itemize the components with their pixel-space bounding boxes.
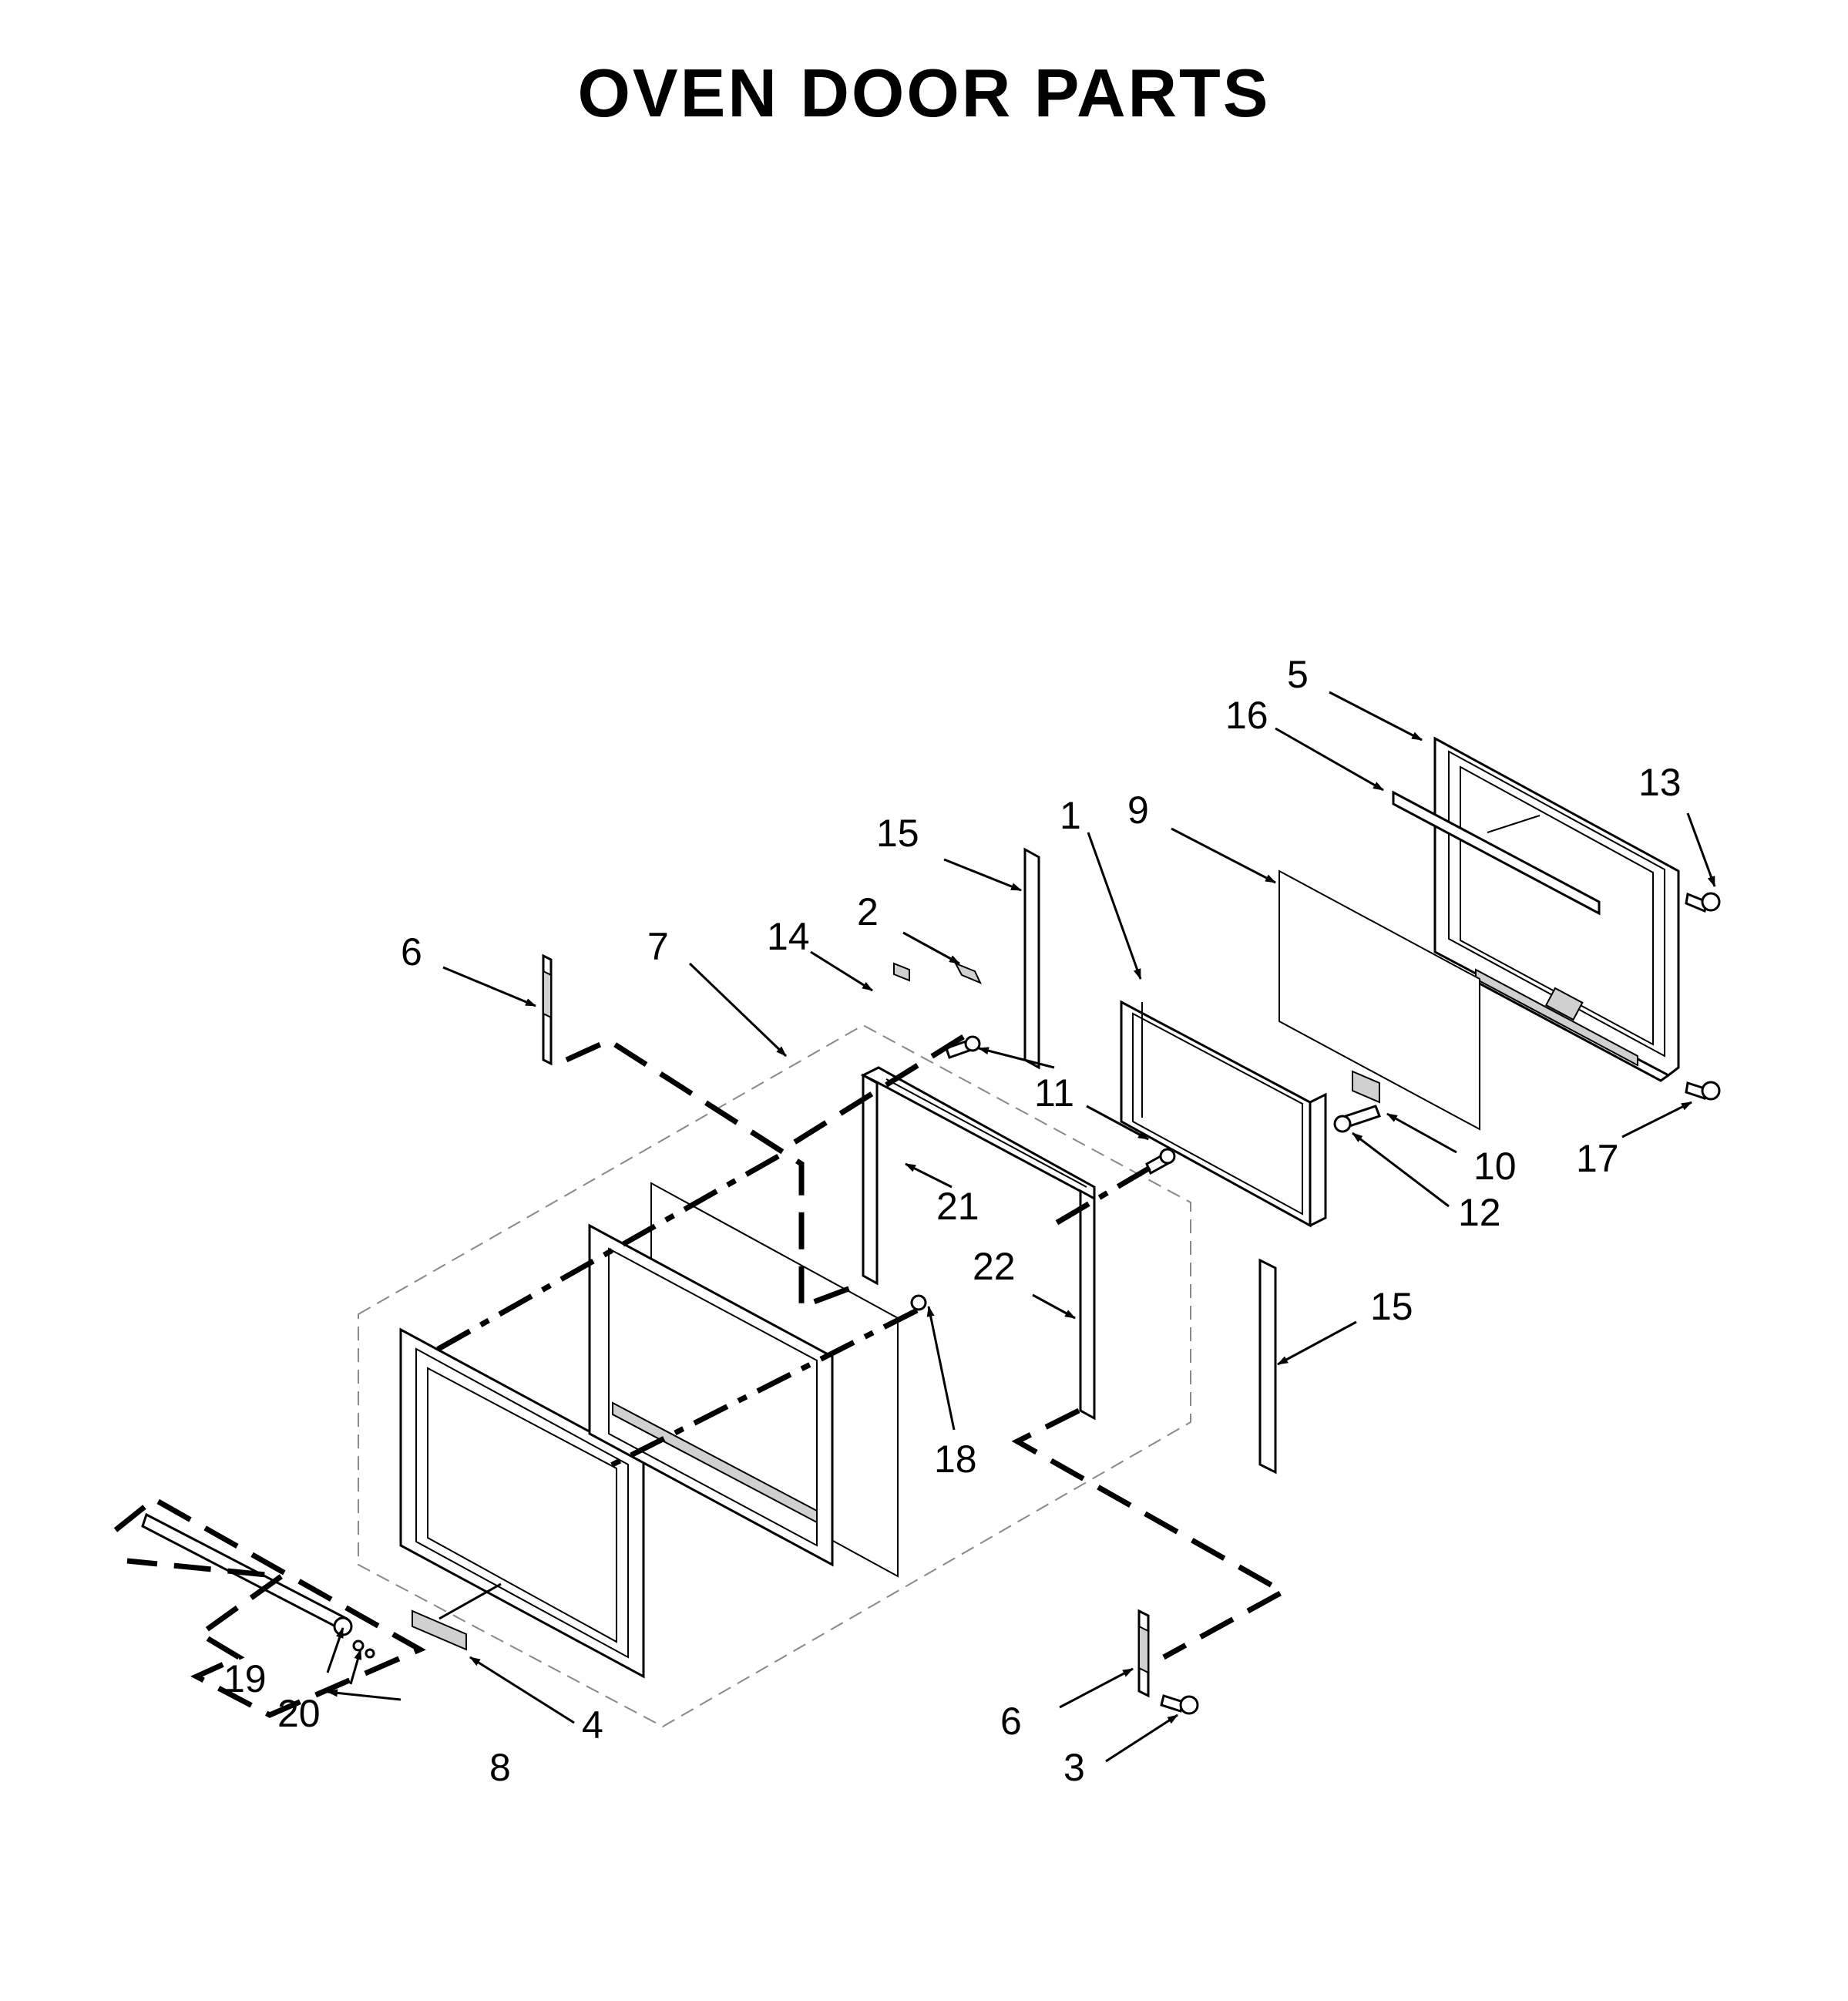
callout-9: 9 (1127, 789, 1149, 832)
callout-7: 7 (647, 925, 669, 968)
badge-part (412, 1609, 467, 1651)
small-bracket-part (1352, 1070, 1380, 1104)
screw-17-part (1685, 1081, 1721, 1101)
hinge-lower-part (1137, 1609, 1150, 1698)
assembly-line-b (783, 1034, 965, 1151)
callout-15-lower: 15 (1370, 1285, 1413, 1328)
callout-6-upper: 6 (401, 930, 422, 974)
callout-20: 20 (277, 1692, 321, 1735)
callout-21: 21 (936, 1185, 979, 1228)
screw-13-part (1685, 892, 1721, 913)
callout-12: 12 (1458, 1191, 1501, 1234)
callout-4: 4 (582, 1703, 603, 1747)
glass-panel-part (1278, 869, 1480, 1131)
callout-19: 19 (223, 1657, 267, 1700)
trim-bar-part (1392, 790, 1601, 916)
clip-14-part (893, 962, 910, 982)
callout-6-lower: 6 (1000, 1700, 1022, 1743)
screw-11-upper-part (945, 1035, 981, 1059)
callout-3: 3 (1063, 1746, 1085, 1789)
callout-8: 8 (489, 1746, 511, 1789)
door-outline-phantom (358, 1024, 1191, 1728)
outer-door-panel-part (399, 1327, 645, 1679)
callout-2: 2 (857, 890, 879, 933)
screw-11-lower-part (1145, 1148, 1176, 1175)
callout-17: 17 (1576, 1137, 1619, 1180)
callout-14: 14 (767, 915, 810, 958)
side-strip-lower-part (1258, 1258, 1277, 1475)
assembly-line-a (565, 1037, 865, 1311)
callout-18: 18 (934, 1438, 977, 1481)
screw-3-part (1160, 1694, 1199, 1715)
middle-door-frame-part (1120, 1000, 1327, 1228)
callout-11: 11 (1034, 1071, 1074, 1115)
callout-13: 13 (1638, 761, 1682, 804)
assembly-line-d (1050, 1165, 1151, 1229)
screw-12-part (1333, 1105, 1381, 1133)
glass-carrier-part (588, 1223, 834, 1567)
assembly-line-f (1011, 1407, 1289, 1660)
washer-18-part (910, 1294, 927, 1311)
side-strip-upper-part (1023, 847, 1040, 1070)
assembly-line-e (603, 1307, 919, 1471)
callout-22: 22 (973, 1245, 1016, 1288)
hinge-upper-part (542, 953, 553, 1066)
clip-2-part (953, 962, 982, 984)
door-rail-frame-part (860, 1066, 1096, 1421)
callout-5: 5 (1287, 653, 1309, 696)
assembly-line-c (430, 1153, 780, 1356)
leader-lines (326, 691, 1716, 1763)
callout-10: 10 (1473, 1145, 1517, 1188)
diagram-title: OVEN DOOR PARTS (577, 55, 1271, 131)
callout-15-upper: 15 (876, 812, 919, 855)
inner-door-frame-part (1433, 736, 1680, 1082)
callout-1: 1 (1060, 794, 1081, 837)
handle-group-outline (113, 1495, 426, 1718)
callout-16: 16 (1225, 694, 1268, 737)
